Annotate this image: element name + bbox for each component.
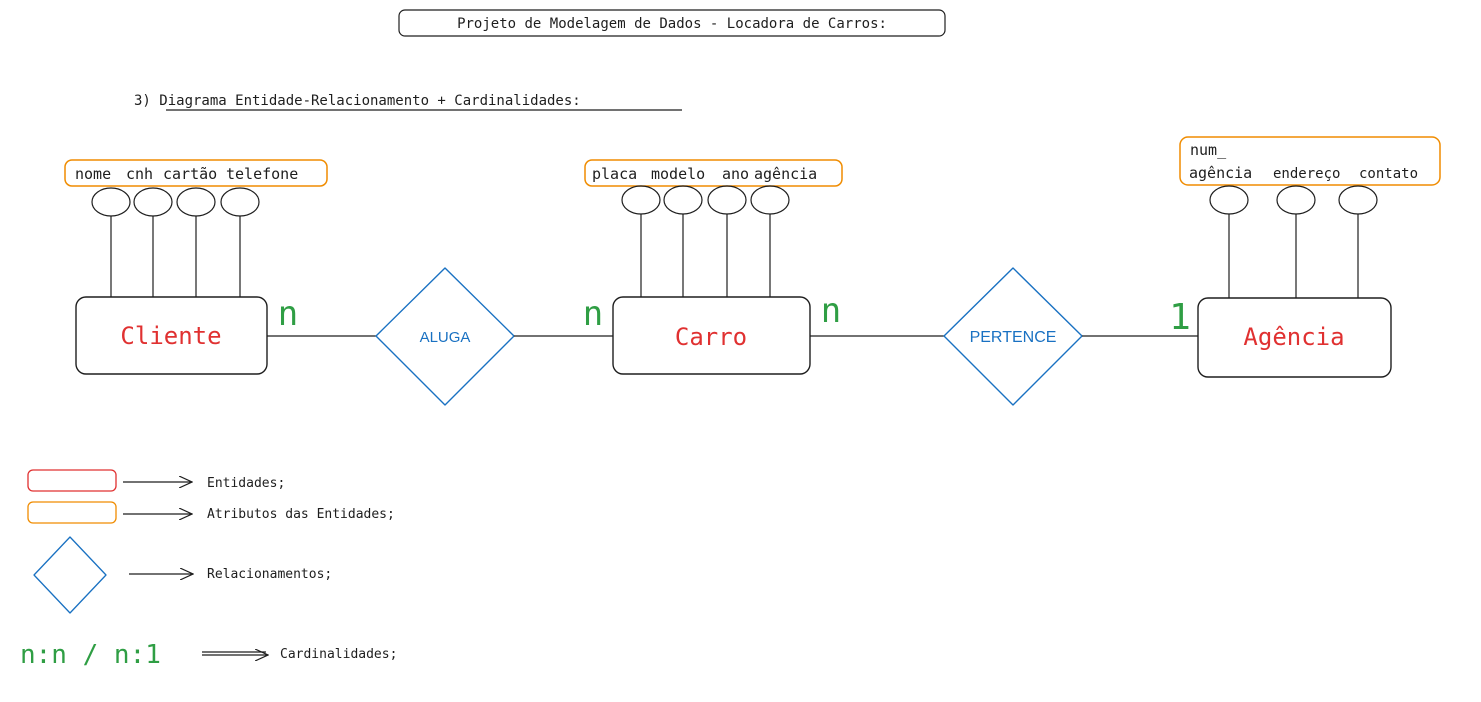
relationship-pertence	[943, 267, 1083, 406]
carro-attributes-box	[584, 159, 843, 187]
entity-agencia	[1197, 297, 1392, 378]
legend-relationship-label: Relacionamentos;	[207, 567, 332, 582]
carro-attribute-ano: ano	[722, 165, 749, 183]
cliente-attribute-nome: nome	[75, 165, 111, 183]
legend-relationship-swatch	[33, 536, 107, 614]
relationship-aluga-label: ALUGA	[420, 329, 471, 346]
agencia-attributes-box	[1179, 136, 1441, 186]
agencia-attribute-num-prefix: num_	[1190, 141, 1227, 159]
legend-attribute-label: Atributos das Entidades;	[207, 507, 395, 522]
cliente-attribute-oval	[133, 187, 173, 217]
entity-carro-label: Carro	[675, 323, 747, 351]
cliente-attribute-cnh: cnh	[126, 165, 153, 183]
agencia-attribute-oval	[1276, 185, 1316, 215]
cardinality-pertence-agencia: 1	[1169, 297, 1191, 338]
carro-attribute-agencia: agência	[754, 165, 817, 183]
title-box	[398, 9, 946, 37]
relationship-pertence-label: PERTENCE	[970, 329, 1057, 346]
carro-attribute-oval	[663, 185, 703, 215]
cardinality-cliente-aluga: n	[278, 294, 298, 334]
entity-cliente-label: Cliente	[120, 322, 221, 350]
legend-cardinality-symbol: n:n / n:1	[20, 640, 161, 670]
section-heading: 3) Diagrama Entidade-Relacionamento + Ca…	[134, 93, 581, 109]
page-title: Projeto de Modelagem de Dados - Locadora…	[457, 16, 887, 32]
agencia-attribute-oval	[1209, 185, 1249, 215]
agencia-attribute-contato: contato	[1359, 166, 1418, 182]
carro-attribute-placa: placa	[592, 165, 637, 183]
cliente-attribute-telefone: telefone	[226, 165, 298, 183]
agencia-attribute-endereco: endereço	[1273, 166, 1340, 182]
agencia-attribute-oval	[1338, 185, 1378, 215]
cliente-attribute-oval	[176, 187, 216, 217]
carro-attribute-oval	[750, 185, 790, 215]
cardinality-aluga-carro: n	[583, 294, 603, 334]
legend-entity-swatch	[27, 469, 117, 492]
legend-attribute-swatch	[27, 501, 117, 524]
entity-agencia-label: Agência	[1243, 323, 1344, 351]
cardinality-carro-pertence: n	[821, 291, 841, 331]
cliente-attributes-box	[64, 159, 328, 187]
cliente-attribute-cartao: cartão	[163, 165, 217, 183]
legend-cardinality-label: Cardinalidades;	[280, 647, 397, 662]
carro-attribute-modelo: modelo	[651, 165, 705, 183]
carro-attribute-oval	[621, 185, 661, 215]
cliente-attribute-oval	[220, 187, 260, 217]
cliente-attribute-oval	[91, 187, 131, 217]
carro-attribute-oval	[707, 185, 747, 215]
agencia-attribute-agencia: agência	[1189, 164, 1252, 182]
relationship-aluga	[375, 267, 515, 406]
legend-entity-label: Entidades;	[207, 476, 285, 491]
